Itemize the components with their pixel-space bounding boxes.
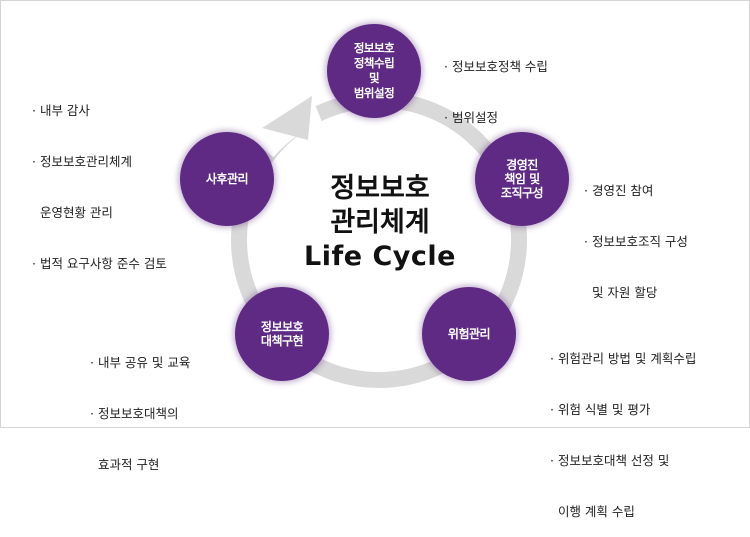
node-policy-scope[interactable]: 정보보호 정책수립 및 범위설정 [327, 24, 421, 118]
node-risk-management[interactable]: 위험관리 [422, 287, 516, 381]
note-risk-line: · 위험 식별 및 평가 [550, 402, 651, 417]
note-countermeasure-line: · 정보보호대책의 [90, 406, 179, 421]
center-title-line1: 정보보호 [330, 173, 430, 204]
note-management: · 경영진 참여 · 정보보호조직 구성 및 자원 할당 [584, 148, 688, 318]
note-management-line: · 경영진 참여 [584, 183, 654, 198]
note-follow-up-line: · 법적 요구사항 준수 검토 [32, 256, 167, 271]
note-risk-line: · 정보보호대책 선정 및 [550, 453, 670, 468]
note-policy: · 정보보호정책 수립 · 범위설정 [444, 24, 548, 143]
note-countermeasure: · 내부 공유 및 교육 · 정보보호대책의 효과적 구현 [90, 320, 190, 490]
note-management-line: 및 자원 할당 [584, 285, 658, 300]
center-title: 정보보호 관리체계 Life Cycle [285, 172, 475, 274]
note-follow-up: · 내부 감사 · 정보보호관리체계 운영현황 관리 · 법적 요구사항 준수 … [32, 68, 167, 289]
node-management-organization[interactable]: 경영진 책임 및 조직구성 [475, 132, 569, 226]
node-follow-up-management[interactable]: 사후관리 [180, 132, 274, 226]
note-risk: · 위험관리 방법 및 계획수립 · 위험 식별 및 평가 · 정보보호대책 선… [550, 316, 696, 537]
note-countermeasure-line: · 내부 공유 및 교육 [90, 355, 191, 370]
note-policy-line: · 범위설정 [444, 110, 498, 125]
note-follow-up-line: · 내부 감사 [32, 103, 90, 118]
note-countermeasure-line: 효과적 구현 [90, 457, 160, 472]
note-policy-line: · 정보보호정책 수립 [444, 59, 548, 74]
note-follow-up-line: 운영현황 관리 [32, 205, 113, 220]
cycle-arrow-head [262, 96, 312, 140]
node-countermeasure-implementation[interactable]: 정보보호 대책구현 [235, 287, 329, 381]
note-management-line: · 정보보호조직 구성 [584, 234, 688, 249]
center-title-line3: Life Cycle [304, 241, 456, 272]
note-risk-line: · 위험관리 방법 및 계획수립 [550, 351, 697, 366]
note-follow-up-line: · 정보보호관리체계 [32, 154, 132, 169]
center-title-line2: 관리체계 [330, 207, 430, 238]
note-risk-line: 이행 계획 수립 [550, 504, 635, 519]
